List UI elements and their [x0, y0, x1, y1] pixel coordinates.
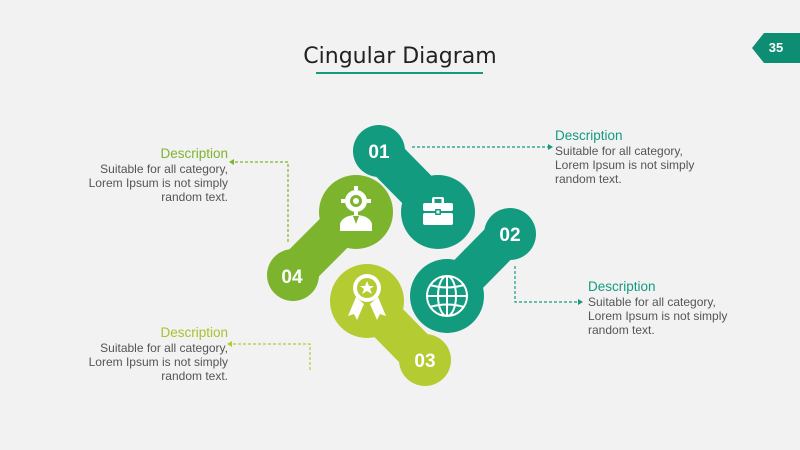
connector-03 — [232, 343, 311, 370]
description-01-text: Suitable for all category, Lorem Ipsum i… — [555, 144, 695, 186]
shape-01 — [353, 125, 475, 249]
number-03: 03 — [414, 351, 435, 372]
description-03-text: Suitable for all category, Lorem Ipsum i… — [88, 341, 228, 383]
description-04-text: Suitable for all category, Lorem Ipsum i… — [88, 162, 228, 204]
arrow-02-icon — [578, 299, 583, 305]
description-04-heading: Description — [160, 146, 228, 161]
award-ribbon-icon — [348, 274, 386, 320]
person-gear-icon — [340, 186, 372, 231]
description-01: Description Suitable for all category, L… — [555, 128, 735, 187]
number-04: 04 — [281, 267, 303, 288]
globe-icon — [426, 275, 468, 317]
description-01-heading: Description — [555, 128, 623, 143]
page-number-badge: 35 — [752, 33, 800, 63]
page-title: Cingular Diagram — [303, 44, 497, 69]
description-03: Description Suitable for all category, L… — [48, 325, 228, 384]
connector-02 — [514, 266, 578, 303]
title-underline — [316, 72, 483, 74]
connector-04 — [234, 161, 289, 242]
arrow-01-icon — [548, 144, 553, 150]
arrow-04-icon — [229, 159, 234, 165]
description-02: Description Suitable for all category, L… — [588, 279, 768, 338]
briefcase-icon — [423, 197, 453, 225]
arrow-03-icon — [227, 341, 232, 347]
number-02: 02 — [499, 225, 520, 246]
description-03-heading: Description — [160, 325, 228, 340]
number-01: 01 — [368, 142, 390, 163]
connector-arrows — [227, 144, 583, 347]
description-04: Description Suitable for all category, L… — [48, 146, 228, 205]
description-02-heading: Description — [588, 279, 656, 294]
description-02-text: Suitable for all category, Lorem Ipsum i… — [588, 295, 728, 337]
